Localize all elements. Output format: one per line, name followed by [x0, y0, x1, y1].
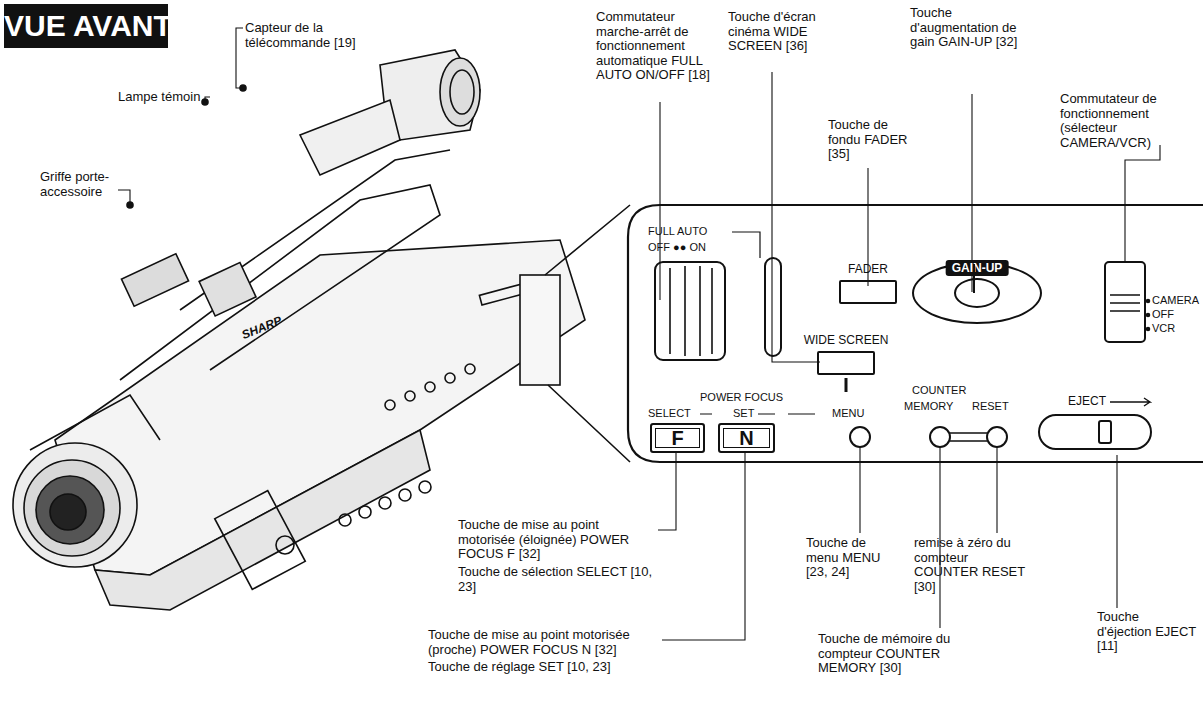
- button-body: [817, 351, 875, 375]
- button-label: WIDE SCREEN: [802, 333, 890, 347]
- control-button: EJECT: [1038, 394, 1152, 456]
- callout-text: Touche de réglage SET [10, 23]: [428, 660, 663, 675]
- menu-button: [850, 427, 870, 447]
- callout-text: Touche d'éjection EJECT [11]: [1097, 610, 1197, 654]
- control-panel: [628, 205, 1203, 462]
- callout-text: Touche d'augmentation de gain GAIN-UP [3…: [910, 6, 1022, 50]
- callout-text: Touche de mémoire du compteur COUNTER ME…: [818, 632, 988, 676]
- panel-marking: SET: [733, 407, 763, 419]
- panel-marking: RESET: [972, 400, 1022, 412]
- eject-slot: [1038, 414, 1152, 450]
- mode-switch: [1105, 262, 1150, 342]
- button-label: EJECT: [1038, 394, 1152, 408]
- panel-marking: MEMORY: [904, 400, 959, 412]
- callout-text: Lampe témoin: [118, 90, 208, 105]
- callout-text: Capteur de la télécommande [19]: [245, 21, 395, 50]
- button-body: [839, 280, 897, 304]
- control-button: FADER: [832, 262, 904, 308]
- panel-marking: CAMERA: [1152, 294, 1203, 306]
- bracket-line: [700, 413, 815, 414]
- callout-text: Touche d'écran cinéma WIDE SCREEN [36]: [728, 10, 838, 54]
- menu-marker: [845, 378, 848, 392]
- control-button: F: [650, 423, 705, 453]
- callout-text: Commutateur de fonctionnement (sélecteur…: [1060, 92, 1202, 150]
- zoom-line: [545, 205, 630, 462]
- callout-text: Touche de mise au point motorisée (éloig…: [458, 518, 658, 562]
- callout-text: Griffe porte-accessoire: [40, 170, 120, 199]
- leader-line: [118, 28, 1160, 640]
- panel-marking: COUNTER: [912, 384, 982, 396]
- eject-arrow: [1110, 398, 1150, 406]
- button-body: [954, 278, 1000, 308]
- button-label: GAIN-UP: [946, 260, 1009, 276]
- button-label: N: [720, 425, 773, 451]
- callout-text: Touche de mise au point motorisée (proch…: [428, 628, 663, 657]
- counter-buttons: [930, 427, 1007, 447]
- panel-marking: MENU: [832, 407, 877, 419]
- callout-text: Touche de fondu FADER [35]: [828, 118, 914, 162]
- control-button: WIDE SCREEN: [802, 333, 890, 377]
- control-button: GAIN-UP: [912, 262, 1042, 324]
- panel-marking: SELECT: [648, 407, 703, 419]
- callout-text: Commutateur marche-arrêt de fonctionneme…: [596, 10, 714, 83]
- button-label: F: [652, 425, 703, 451]
- callout-text: remise à zéro du compteur COUNTER RESET …: [914, 536, 1026, 594]
- callout-text: Touche de sélection SELECT [10, 23]: [458, 565, 658, 594]
- page-title: VUE AVANT: [4, 4, 168, 48]
- control-button: N: [718, 423, 775, 453]
- button-label: FADER: [832, 262, 904, 276]
- panel-marking: VCR: [1152, 322, 1192, 334]
- panel-marking: POWER FOCUS: [700, 391, 800, 403]
- eject-knob: [1098, 420, 1112, 444]
- panel-marking: OFF: [1152, 308, 1192, 320]
- panel-marking: OFF ●● ON: [648, 241, 738, 253]
- panel-marking: FULL AUTO: [648, 225, 738, 237]
- title-bar: [4, 4, 168, 48]
- callout-text: Touche de menu MENU [23, 24]: [806, 536, 902, 580]
- button-stem: [973, 264, 975, 293]
